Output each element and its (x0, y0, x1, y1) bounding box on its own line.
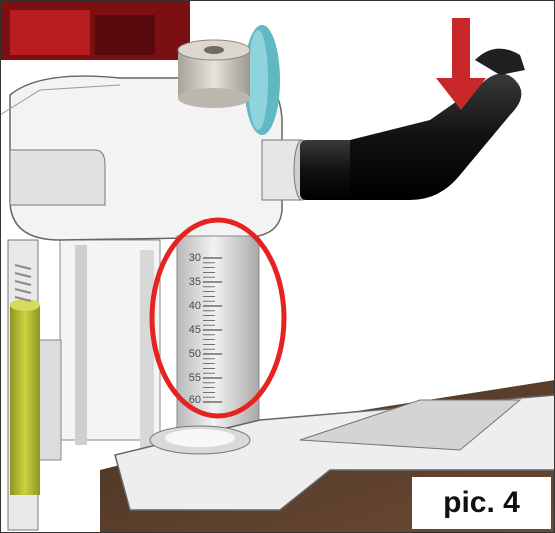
red-housing (0, 0, 190, 60)
lever-handle (300, 48, 525, 200)
scale-label-30: 30 (188, 252, 201, 264)
scale-label-55: 55 (188, 372, 201, 384)
caption-box: pic. 4 (412, 477, 551, 529)
side-boss (261, 139, 311, 201)
top-cap (177, 39, 251, 108)
highlight-circle (149, 217, 287, 419)
caption-text: pic. 4 (443, 486, 520, 519)
lower-bracket (114, 394, 555, 511)
scale-label-35: 35 (188, 276, 201, 288)
spring (14, 264, 32, 302)
olive-cylinder (10, 299, 40, 495)
scale-column (176, 235, 260, 447)
scale-label-50: 50 (188, 348, 201, 360)
scale-label-40: 40 (188, 300, 201, 312)
down-arrow (436, 18, 486, 110)
scale-label-60: 60 (188, 394, 201, 406)
clamp-head (0, 75, 283, 241)
scale-ticks (203, 257, 222, 403)
scale-label-45: 45 (188, 324, 201, 336)
cyan-knob (244, 25, 280, 135)
